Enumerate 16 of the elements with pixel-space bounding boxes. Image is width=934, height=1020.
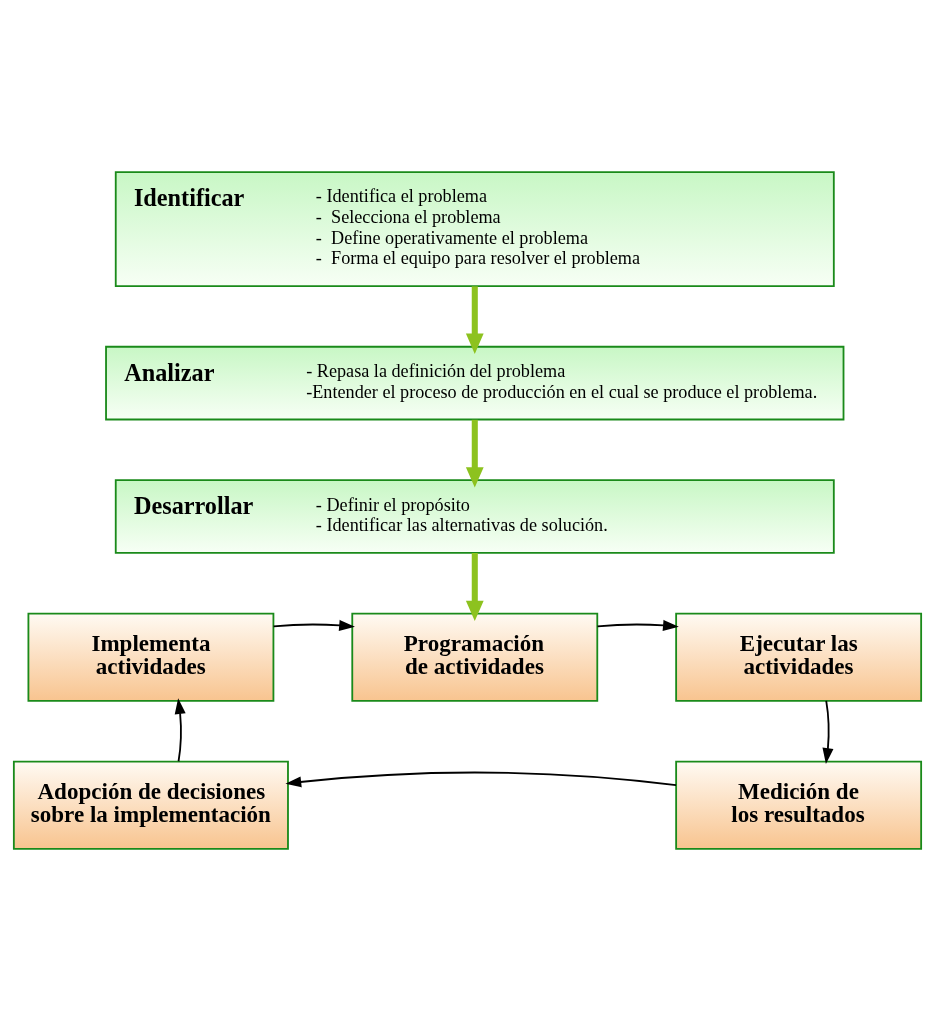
node-box: Medición de los resultados (674, 760, 922, 850)
arrow (272, 619, 355, 631)
node-box: Identificar - Identifica el problema - Selecciona el problema - Define operativamente el problema - Forma el equipo para resolver el problema (114, 170, 835, 287)
arrow (596, 619, 679, 631)
arrow (465, 552, 484, 621)
arrow (174, 697, 186, 762)
arrow (821, 699, 833, 764)
arrow (284, 771, 677, 787)
arrow (465, 285, 484, 354)
node-box: Implementa actividades (27, 612, 274, 702)
node-box: Adopción de decisiones sobre la implementación (12, 760, 289, 850)
node-box: Analizar - Repasa la definición del problema -Entender el proceso de producción en el cual se produce el problema. (104, 345, 844, 420)
node-box: Ejecutar las actividades (674, 612, 922, 702)
arrow (465, 419, 484, 487)
node-box: Desarrollar - Definir el propósito - Identificar las alternativas de solución. (114, 478, 835, 554)
node-box: Programación de actividades (350, 612, 598, 702)
